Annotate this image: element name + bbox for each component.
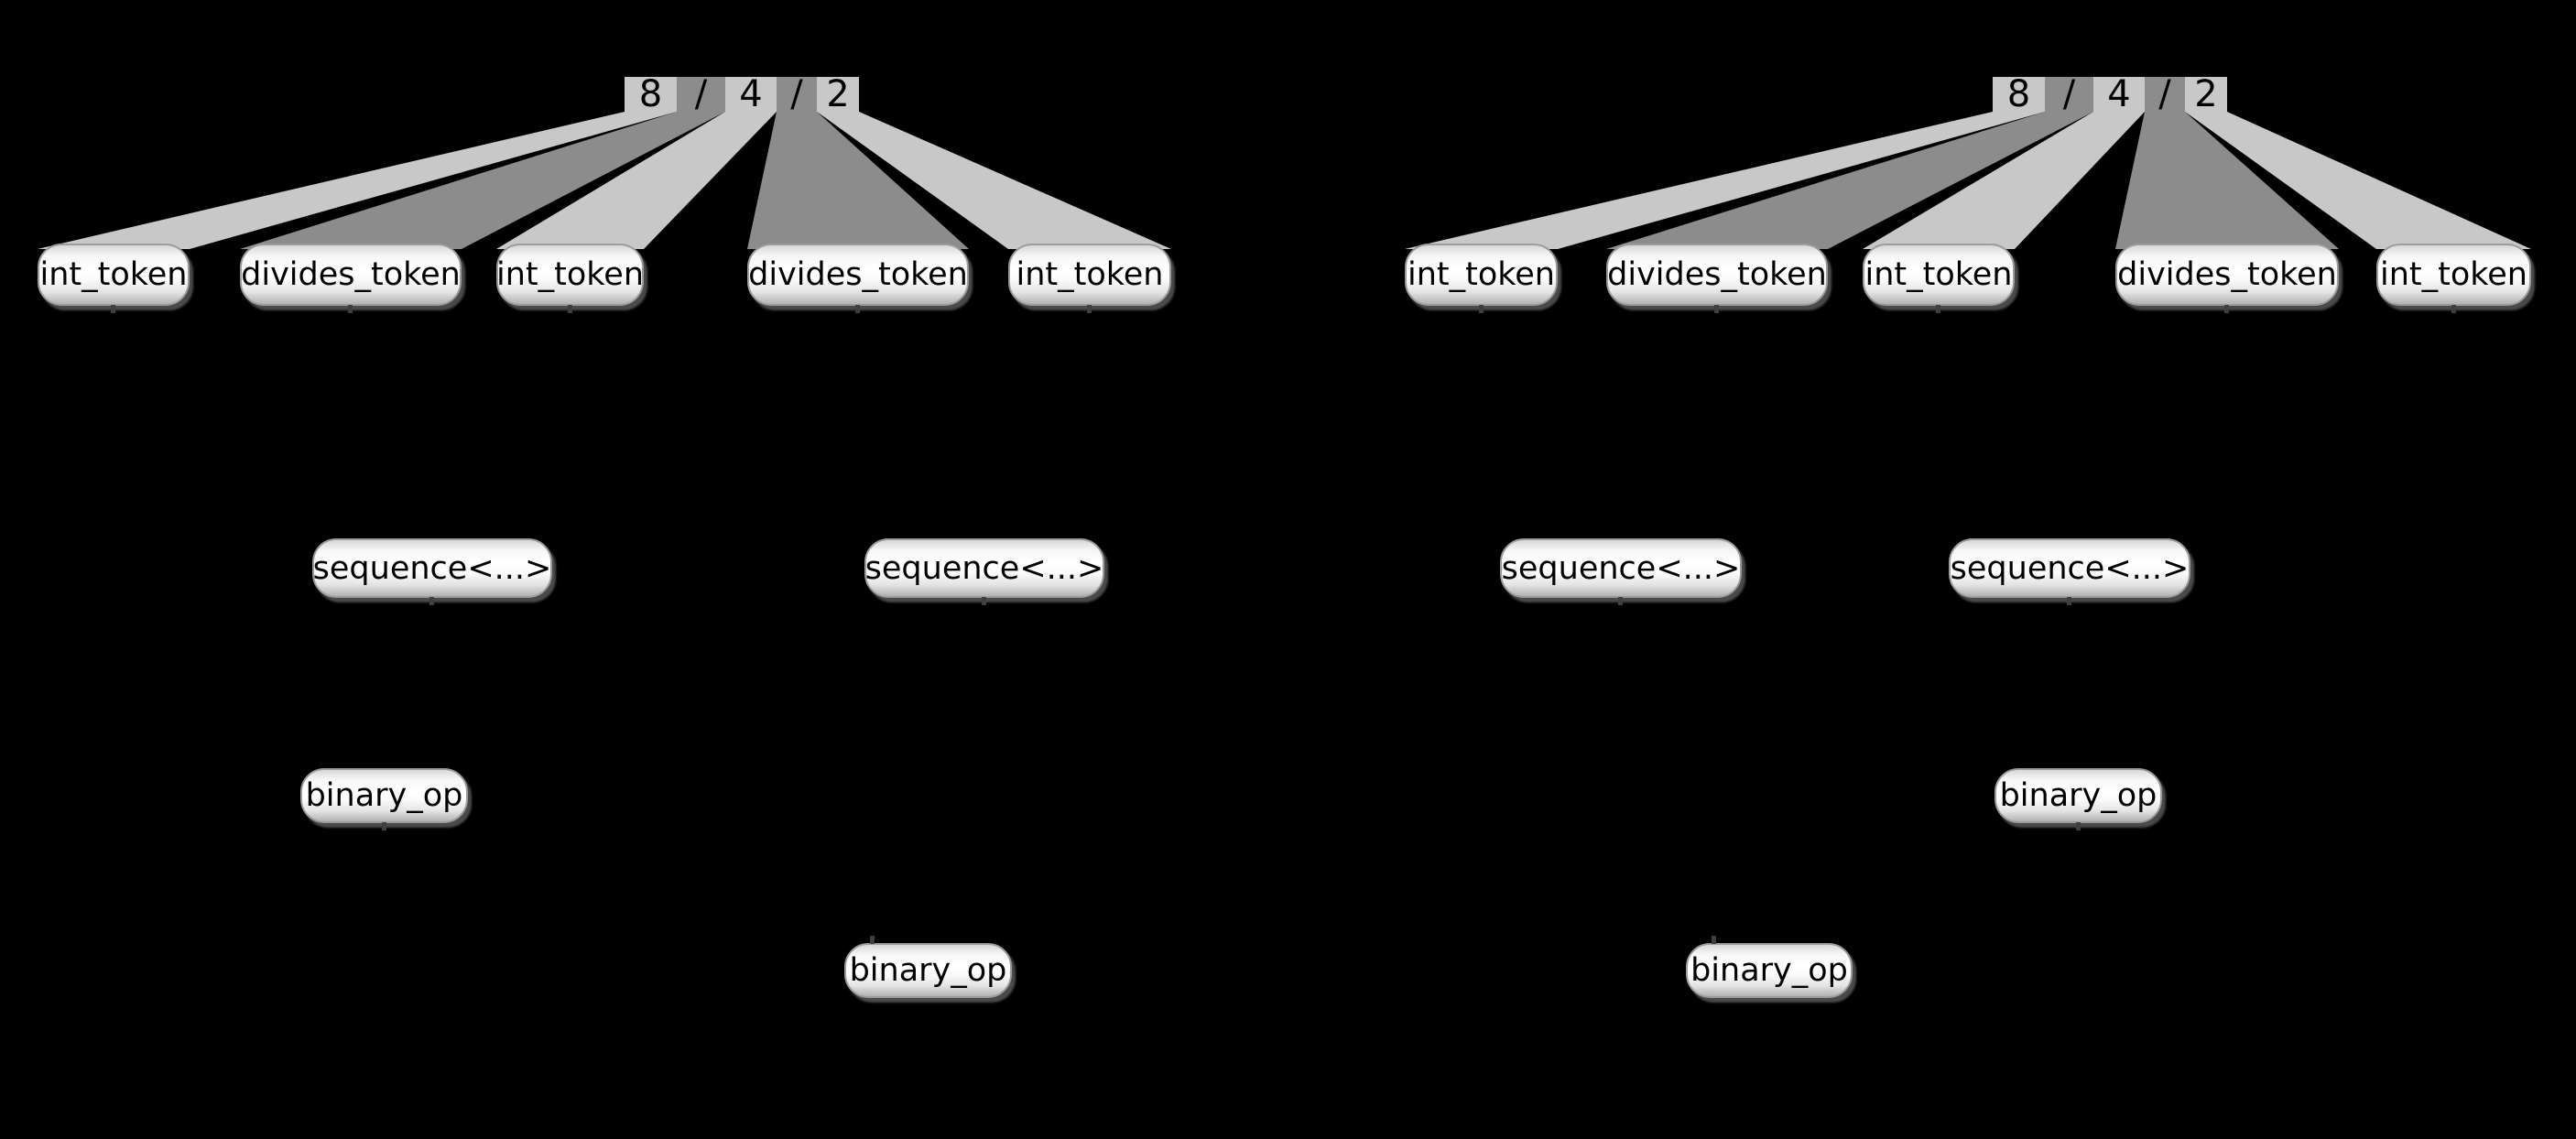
node-label: int_token: [39, 256, 188, 293]
right-node-binary-op-root: binary_op: [1686, 936, 1853, 998]
left-node-binary-op-root: binary_op: [844, 936, 1012, 998]
right-source-token-2: 2: [2185, 76, 2227, 113]
node-label: divides_token: [748, 256, 968, 293]
node-label: sequence<...>: [1950, 549, 2190, 587]
edge-stub: [381, 822, 386, 830]
left-source-token-4: 4: [725, 76, 777, 113]
right-node-sequence-2: sequence<...>: [1949, 538, 2190, 605]
right-source-token-slash-2: /: [2145, 76, 2185, 113]
edge-stub: [2075, 822, 2081, 830]
edge-stub: [982, 597, 986, 605]
left-beam-token-2: [817, 112, 1171, 249]
edge-stub: [111, 305, 115, 313]
edge-stub: [1712, 936, 1716, 944]
left-node-divides-token-1: divides_token: [240, 244, 462, 313]
right-beam-token-slash-2: [2115, 112, 2339, 249]
edge-stub: [2224, 305, 2229, 313]
right-node-divides-token-1: divides_token: [1606, 244, 1828, 313]
left-node-int-token-3: int_token: [1008, 244, 1171, 313]
edge-stub: [1478, 305, 1484, 313]
left-source-token-8: 8: [625, 76, 677, 113]
left-source-token-2: 2: [817, 76, 859, 113]
right-source-token-8: 8: [1993, 76, 2045, 113]
node-label: divides_token: [1607, 256, 1827, 293]
edge-stub: [2067, 597, 2071, 605]
node-label: int_token: [1016, 256, 1164, 293]
right-source-token-4: 4: [2093, 76, 2145, 113]
node-label: int_token: [1407, 256, 1555, 293]
node-label: binary_op: [305, 777, 463, 814]
right-node-sequence-1: sequence<...>: [1500, 538, 1742, 605]
edge-stub: [567, 305, 572, 313]
node-label: binary_op: [849, 952, 1007, 989]
node-label: int_token: [496, 256, 645, 293]
left-node-sequence-2: sequence<...>: [864, 538, 1104, 605]
right-source-token-slash-1: /: [2045, 76, 2093, 113]
edge-stub: [1087, 305, 1092, 313]
edge-stub: [1714, 305, 1719, 313]
left-source-token-slash-1: /: [677, 76, 725, 113]
left-node-int-token-1: int_token: [38, 244, 190, 313]
node-label: divides_token: [241, 256, 461, 293]
right-beam-token-8: [1405, 112, 2045, 249]
edge-stub: [348, 305, 353, 313]
node-label: sequence<...>: [1501, 549, 1741, 587]
edge-stub: [855, 305, 860, 313]
left-node-sequence-1: sequence<...>: [312, 538, 552, 605]
edge-stub: [429, 597, 434, 605]
left-beam-token-slash-1: [240, 112, 725, 249]
right-node-int-token-1: int_token: [1405, 244, 1558, 313]
edge-stub: [1936, 305, 1940, 313]
right-node-int-token-3: int_token: [2376, 244, 2531, 313]
node-label: binary_op: [1690, 952, 1848, 989]
node-label: sequence<...>: [312, 549, 552, 587]
left-source-token-slash-2: /: [777, 76, 817, 113]
edge-stub: [1618, 597, 1623, 605]
left-node-binary-op-1: binary_op: [300, 768, 468, 830]
node-label: divides_token: [2117, 256, 2337, 293]
left-node-int-token-2: int_token: [496, 244, 645, 313]
node-label: int_token: [1864, 256, 2013, 293]
right-node-divides-token-2: divides_token: [2115, 244, 2339, 313]
left-beam-token-slash-2: [747, 112, 969, 249]
edge-stub: [2451, 305, 2456, 313]
right-beam-token-slash-1: [1606, 112, 2093, 249]
node-label: sequence<...>: [864, 549, 1104, 587]
edge-stub: [870, 936, 875, 944]
left-beam-token-4: [496, 112, 777, 249]
right-beam-token-2: [2185, 112, 2531, 249]
left-node-divides-token-2: divides_token: [747, 244, 969, 313]
right-node-int-token-2: int_token: [1863, 244, 2015, 313]
node-label: int_token: [2379, 256, 2527, 293]
node-label: binary_op: [1999, 777, 2158, 814]
left-beam-token-8: [38, 112, 677, 249]
right-beam-token-4: [1863, 112, 2145, 249]
right-node-binary-op-1: binary_op: [1994, 768, 2162, 830]
